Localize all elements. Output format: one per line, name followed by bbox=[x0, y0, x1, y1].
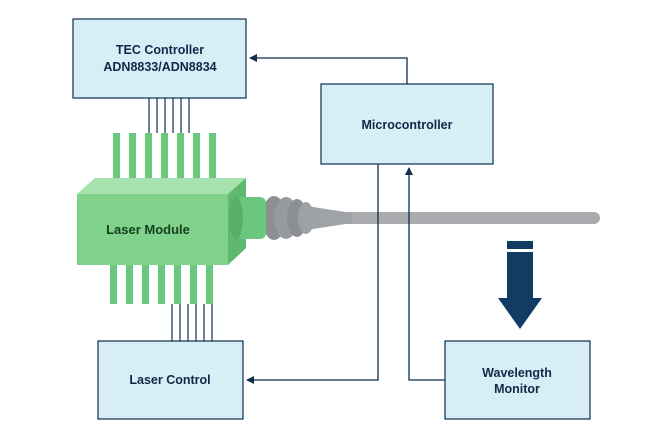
wavelength-monitor-box: Wavelength Monitor bbox=[444, 340, 591, 420]
laser-module: Laser Module bbox=[77, 178, 266, 265]
down-arrow-icon bbox=[498, 241, 542, 329]
wavelength-to-micro-arrow bbox=[405, 167, 445, 381]
laser-module-label: Laser Module bbox=[106, 222, 190, 237]
laser-module-bottom-pins bbox=[110, 257, 213, 304]
tec-module-wires bbox=[148, 98, 190, 133]
laser-control-box: Laser Control bbox=[97, 340, 244, 420]
laser-control-label: Laser Control bbox=[129, 373, 210, 387]
micro-to-tec-arrow bbox=[249, 54, 408, 84]
optical-fiber bbox=[300, 205, 600, 231]
tec-controller-box: TEC Controller ADN8833/ADN8834 bbox=[72, 18, 247, 99]
tec-controller-part-label: ADN8833/ADN8834 bbox=[103, 60, 216, 74]
microcontroller-label: Microcontroller bbox=[362, 118, 453, 132]
laser-module-top-pins bbox=[113, 133, 216, 181]
microcontroller-box: Microcontroller bbox=[320, 83, 494, 165]
tec-controller-label: TEC Controller bbox=[116, 43, 204, 57]
micro-to-laser-control-arrow bbox=[246, 164, 379, 384]
wavelength-monitor-label: Wavelength bbox=[482, 366, 552, 380]
module-laser-control-wires bbox=[171, 304, 213, 341]
fiber-connector bbox=[262, 196, 314, 240]
wavelength-monitor-label-2: Monitor bbox=[494, 382, 540, 396]
